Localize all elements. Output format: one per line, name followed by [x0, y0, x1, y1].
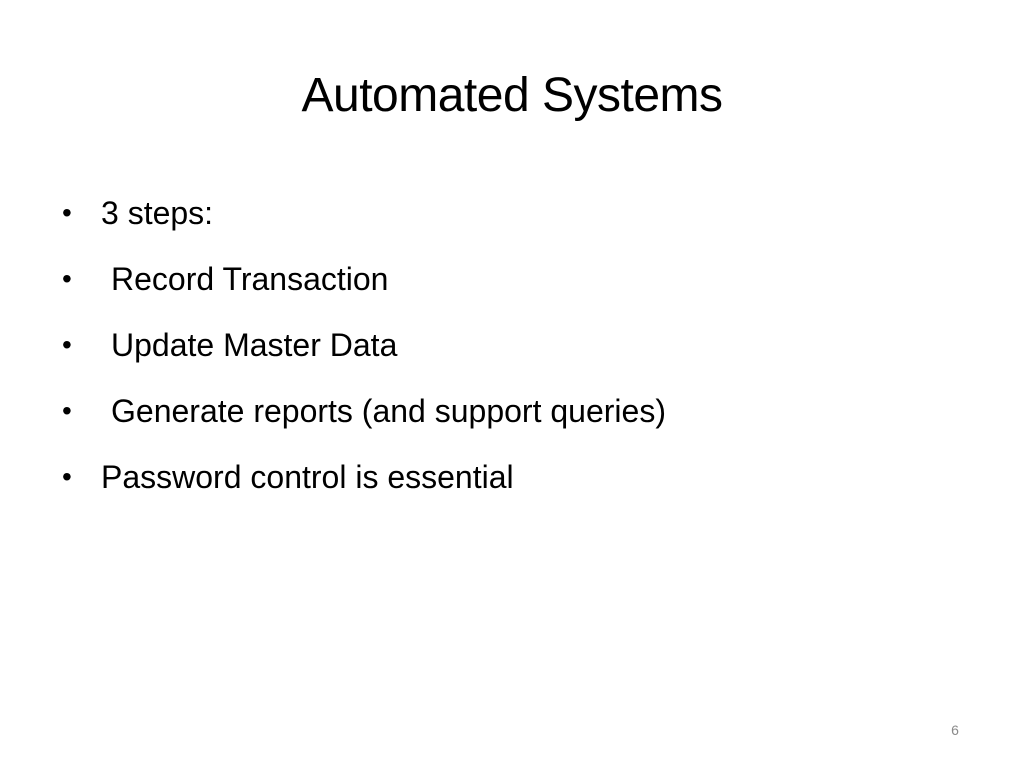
slide-number: 6	[951, 722, 959, 738]
slide-title: Automated Systems	[301, 69, 723, 122]
bullet-list: • 3 steps: • Record Transaction • Update…	[62, 180, 962, 510]
bullet-icon: •	[62, 197, 72, 228]
bullet-text: Update Master Data	[111, 327, 398, 363]
bullet-icon: •	[62, 395, 72, 426]
bullet-icon: •	[62, 263, 72, 294]
bullet-text: Generate reports (and support queries)	[111, 393, 666, 429]
bullet-text: 3 steps:	[101, 195, 214, 231]
bullet-item: • Record Transaction	[62, 246, 962, 312]
bullet-text: Password control is essential	[101, 459, 514, 495]
bullet-item: • 3 steps:	[62, 180, 962, 246]
bullet-text: Record Transaction	[111, 261, 389, 297]
bullet-icon: •	[62, 461, 72, 492]
bullet-item: • Update Master Data	[62, 312, 962, 378]
bullet-item: • Password control is essential	[62, 444, 962, 510]
bullet-item: • Generate reports (and support queries)	[62, 378, 962, 444]
bullet-icon: •	[62, 329, 72, 360]
